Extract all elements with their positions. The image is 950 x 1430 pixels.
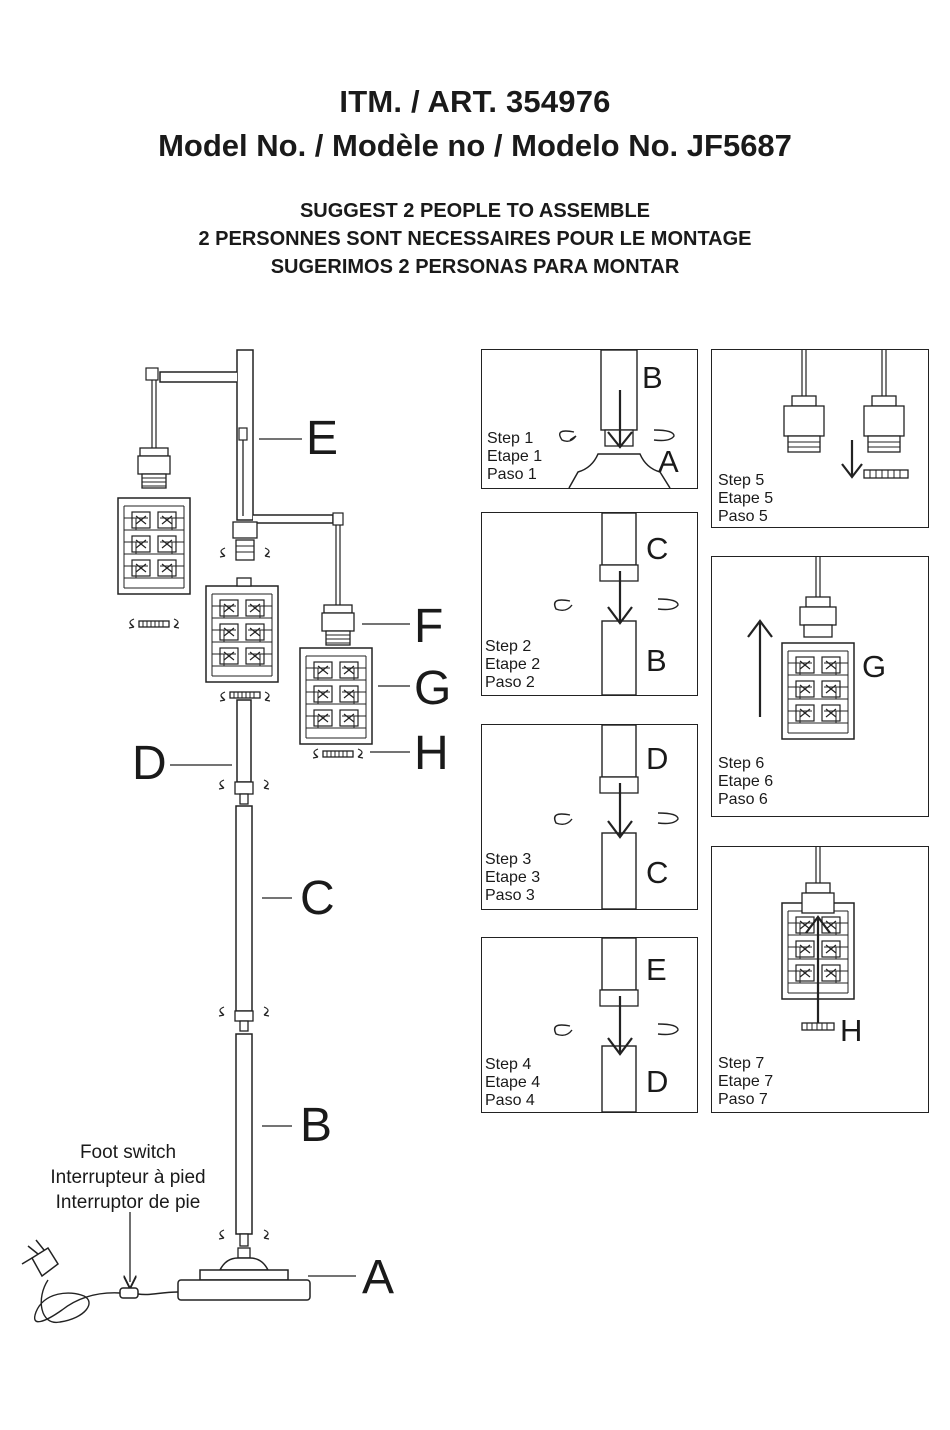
part-label-a: A (362, 1251, 395, 1304)
step-6-part: G (862, 649, 887, 684)
base-a (177, 1247, 311, 1301)
step-4-top-part: E (646, 952, 667, 987)
step-3-bottom-part: C (646, 855, 669, 890)
power-cord (21, 1212, 179, 1323)
foot-switch (119, 1287, 139, 1299)
pole-section-d (234, 577, 254, 805)
foot-switch-label: Foot switch Interrupteur à pied Interrup… (0, 1140, 256, 1215)
part-label-c: C (300, 872, 335, 925)
step-1-illustration (559, 350, 675, 488)
step-4-bottom-part: D (646, 1064, 669, 1099)
part-label-g: G (414, 662, 452, 715)
foot-switch-es: Interruptor de pie (55, 1192, 201, 1213)
step-4-illustration (553, 938, 679, 1112)
step-2-bottom-part: B (646, 643, 667, 678)
assembly-notice-es: SUGERIMOS 2 PERSONAS PARA MONTAR (270, 256, 680, 278)
step-3-top-part: D (646, 741, 669, 776)
part-label-f: F (414, 600, 444, 653)
item-number-title: ITM. / ART. 354976 (339, 84, 611, 119)
part-label-h: H (414, 727, 449, 780)
step-6-illustration (747, 557, 837, 717)
step-2-illustration (553, 513, 679, 695)
foot-switch-fr: Interrupteur à pied (50, 1167, 206, 1188)
pole-section-c (234, 805, 254, 1032)
pole-section-b (235, 1033, 253, 1247)
step-3-illustration (553, 725, 679, 909)
assembly-notice-en: SUGGEST 2 PEOPLE TO ASSEMBLE (299, 200, 651, 222)
step-7-arrow (801, 892, 835, 1031)
step-5-illustration (783, 350, 909, 479)
step-2-top-part: C (646, 531, 669, 566)
part-label-b: B (300, 1099, 333, 1152)
step-7-part: H (840, 1013, 863, 1048)
leader-lines (170, 438, 410, 1277)
model-number-title: Model No. / Modèle no / Modelo No. JF568… (158, 128, 792, 163)
foot-switch-en: Foot switch (79, 1142, 177, 1163)
step-1-bottom-part: A (658, 444, 679, 479)
assembly-notice-fr: 2 PERSONNES SONT NECESSAIRES POUR LE MON… (198, 228, 752, 250)
step-6-shade (780, 641, 856, 741)
step-1-top-part: B (642, 360, 663, 395)
plug-icon (30, 1246, 60, 1278)
part-label-d: D (132, 737, 167, 790)
part-label-e: E (306, 412, 339, 465)
pole-section-e (145, 349, 344, 605)
